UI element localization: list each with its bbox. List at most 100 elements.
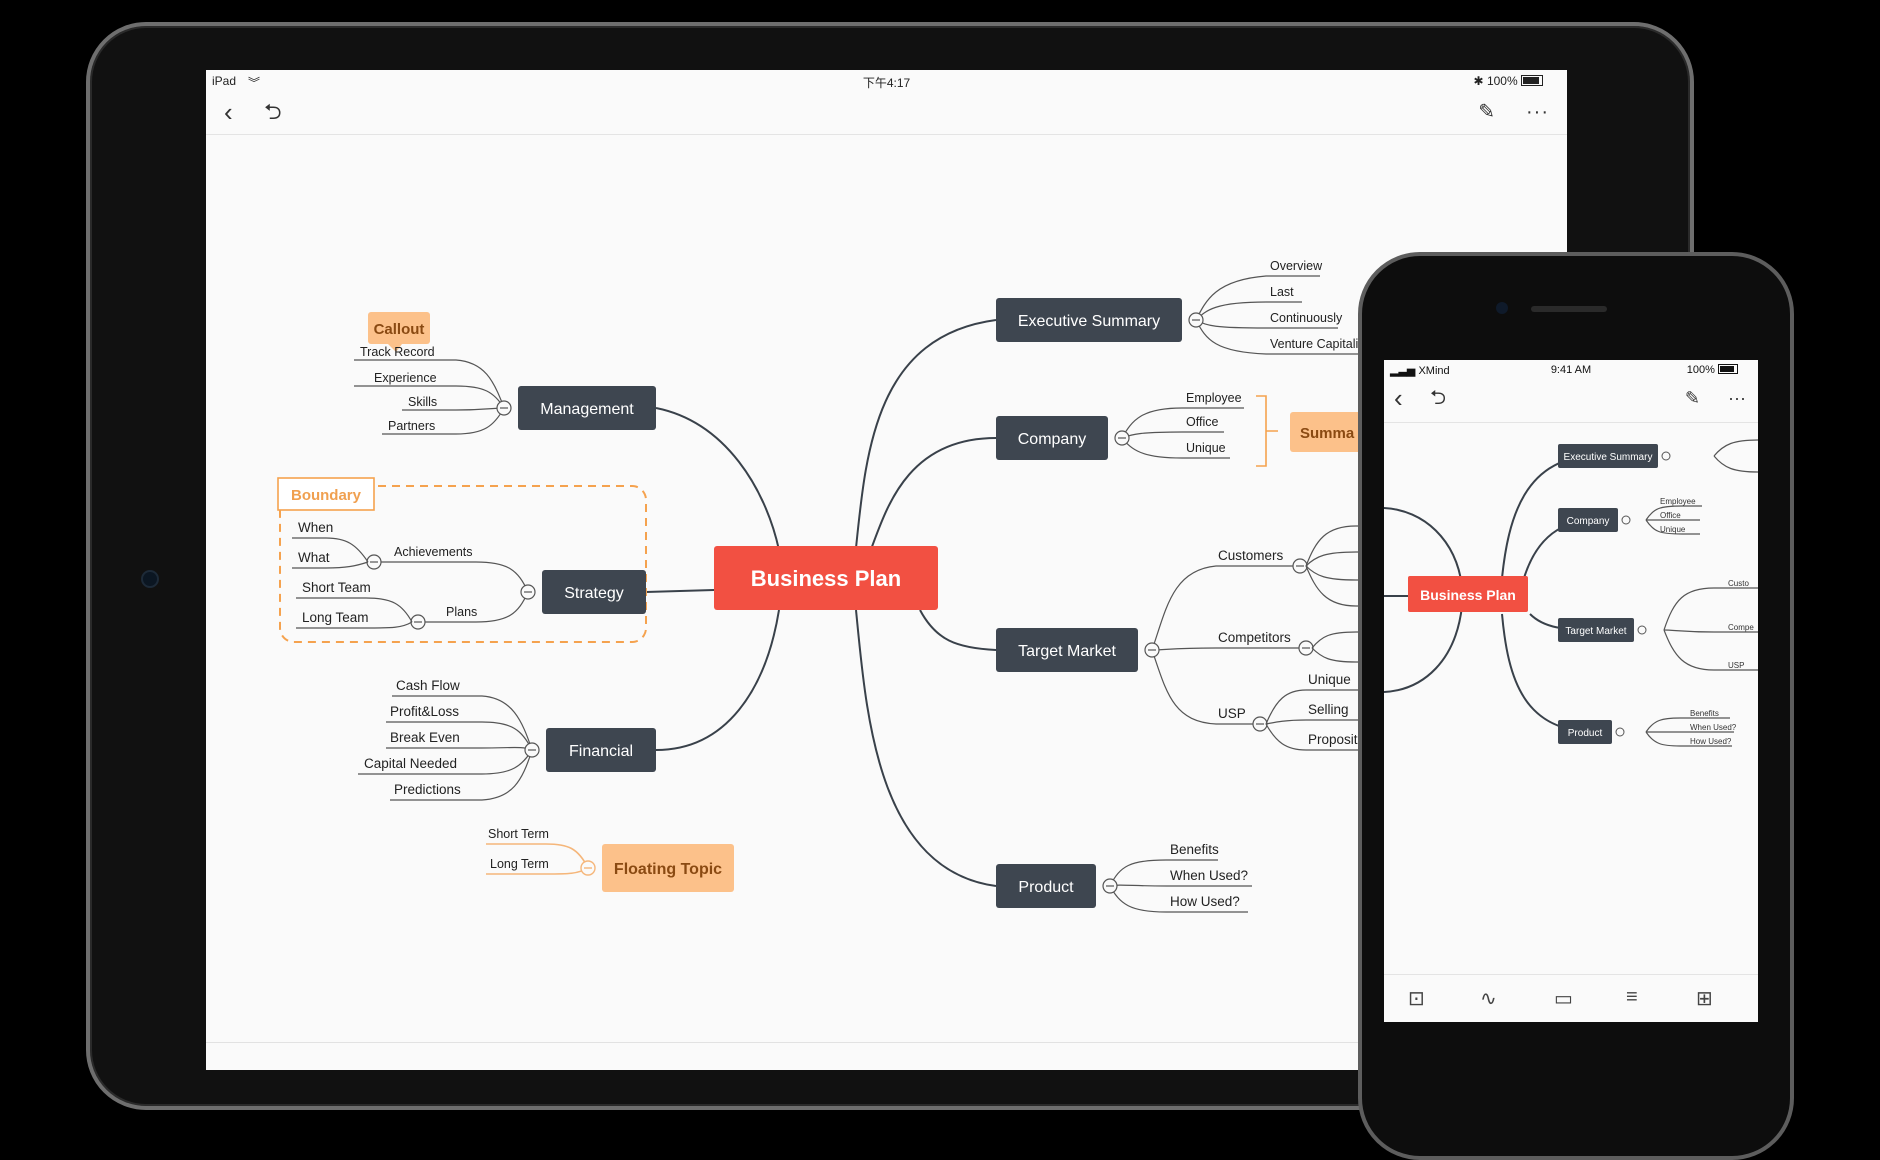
topic-label: Target Market [1018,643,1116,660]
topic-label: Executive Summary [1564,452,1653,463]
topic-company[interactable]: Company [996,416,1108,460]
summary-label: Summa [1300,425,1355,442]
bottom-toolbar-divider [206,1042,1567,1043]
topic-financial[interactable]: Financial [546,728,656,772]
subtopic-employee[interactable]: Employee [1660,497,1696,506]
iphone-screen: ▂▃▅ XMind 9:41 AM 100% ‹ ⮌ ✎ ··· [1384,360,1758,1022]
subtopic-short-term[interactable]: Short Term [488,827,549,841]
summary-icon[interactable]: ≡ [1620,985,1644,1010]
subtopic-overview[interactable]: Overview [1270,259,1323,273]
topic-label: Strategy [564,585,624,602]
iphone-status-bar: ▂▃▅ XMind 9:41 AM 100% [1384,360,1758,380]
iphone-topic-executive-summary[interactable]: Executive Summary [1558,444,1658,468]
ellipsis-icon[interactable]: ··· [1526,98,1549,126]
topic-label: Target Market [1565,626,1626,637]
subtopic-achievements[interactable]: Achievements [394,545,473,559]
subtopic-competitors[interactable]: Competitors [1218,630,1291,645]
bluetooth-icon: ✱ [1473,74,1484,88]
central-topic-label: Business Plan [1420,587,1516,603]
relationship-icon[interactable]: ∿ [1474,985,1503,1012]
subtopic-plans[interactable]: Plans [446,605,477,619]
subtopic-short-team[interactable]: Short Team [302,580,371,595]
status-time: 下午4:17 [862,76,911,90]
subtopic-office[interactable]: Office [1186,415,1218,429]
subtopic-last[interactable]: Last [1270,285,1294,299]
subtopic-venture-capitalis[interactable]: Venture Capitalis [1270,337,1365,351]
wifi-icon: ︾ [248,76,261,90]
iphone-central-topic[interactable]: Business Plan [1408,576,1528,612]
boundary-label: Boundary [291,487,362,504]
topic-executive-summary[interactable]: Executive Summary [996,298,1182,342]
iphone-camera [1496,302,1508,314]
add-subtopic-icon[interactable]: ⊡ [1402,985,1431,1012]
subtopic-customers[interactable]: Custo [1728,579,1749,588]
battery-icon [1718,364,1738,374]
subtopic-usp-proposition[interactable]: Proposit [1308,732,1358,747]
chevron-left-icon[interactable]: ‹ [1394,383,1403,413]
subtopic-track-record[interactable]: Track Record [360,345,435,359]
brush-icon[interactable]: ✎ [1478,98,1495,126]
subtopic-benefits[interactable]: Benefits [1170,842,1219,857]
topic-strategy[interactable]: Strategy [542,570,646,614]
floating-topic[interactable]: Floating Topic [602,844,734,892]
subtopic-continuously[interactable]: Continuously [1270,311,1343,325]
subtopic-skills[interactable]: Skills [408,395,437,409]
subtopic-usp[interactable]: USP [1728,661,1744,670]
boundary-icon[interactable]: ▭ [1548,985,1579,1012]
subtopic-partners[interactable]: Partners [388,419,435,433]
subtopic-unique[interactable]: Unique [1186,441,1226,455]
battery-icon [1521,75,1543,86]
undo-icon[interactable]: ⮌ [1430,384,1446,412]
subtopic-unique[interactable]: Unique [1660,525,1686,534]
signal-icon: ▂▃▅ [1390,365,1416,377]
mind-map-canvas: Business Plan Executive Summary Company … [277,259,1567,913]
topic-label: Financial [569,743,633,760]
subtopic-when-used[interactable]: When Used? [1170,868,1248,883]
status-time: 9:41 AM [1550,364,1592,376]
subtopic-office[interactable]: Office [1660,511,1681,520]
iphone-speaker [1531,306,1607,312]
subtopic-long-team[interactable]: Long Team [302,610,369,625]
iphone-mind-map-canvas: Business Plan Executive Summary Company … [1384,439,1758,747]
topic-management[interactable]: Management [518,386,656,430]
subtopic-competitors[interactable]: Compe [1728,623,1754,632]
iphone-toolbar: ‹ ⮌ ✎ ··· [1384,380,1758,423]
subtopic-long-term[interactable]: Long Term [490,857,549,871]
subtopic-when-used[interactable]: When Used? [1690,723,1737,732]
iphone-topic-target-market[interactable]: Target Market [1558,618,1634,642]
undo-icon[interactable]: ⮌ [264,99,282,124]
central-topic-label: Business Plan [751,566,901,591]
subtopic-predictions[interactable]: Predictions [394,782,461,797]
subtopic-when[interactable]: When [298,520,333,535]
subtopic-break-even[interactable]: Break Even [390,730,460,745]
subtopic-usp-unique[interactable]: Unique [1308,672,1351,687]
add-topic-icon[interactable]: ⊞ [1690,985,1719,1012]
topic-product[interactable]: Product [996,864,1096,908]
subtopic-benefits[interactable]: Benefits [1690,709,1719,718]
subtopic-how-used[interactable]: How Used? [1690,737,1732,746]
ipad-toolbar: ‹ ⮌ ✎ ··· [206,92,1567,135]
topic-target-market[interactable]: Target Market [996,628,1138,672]
subtopic-employee[interactable]: Employee [1186,391,1242,405]
subtopic-customers[interactable]: Customers [1218,548,1284,563]
callout-topic[interactable]: Callout [368,312,430,352]
ellipsis-icon[interactable]: ··· [1728,384,1746,412]
subtopic-experience[interactable]: Experience [374,371,437,385]
subtopic-cash-flow[interactable]: Cash Flow [396,678,460,693]
topic-label: Company [1567,516,1610,527]
chevron-left-icon[interactable]: ‹ [224,97,233,127]
topic-label: Management [540,401,634,418]
subtopic-how-used[interactable]: How Used? [1170,894,1240,909]
subtopic-usp[interactable]: USP [1218,706,1246,721]
boundary-label-box[interactable]: Boundary [277,477,375,511]
central-topic[interactable]: Business Plan [714,546,938,610]
subtopic-capital-needed[interactable]: Capital Needed [364,756,457,771]
ipad-screen: iPad ︾ 下午4:17 ✱ 100% ‹ ⮌ ✎ ··· [206,70,1567,1070]
brush-icon[interactable]: ✎ [1685,384,1700,412]
subtopic-profit-loss[interactable]: Profit&Loss [390,704,459,719]
subtopic-what[interactable]: What [298,550,330,565]
iphone-topic-product[interactable]: Product [1558,720,1612,744]
iphone-topic-company[interactable]: Company [1558,508,1618,532]
subtopic-usp-selling[interactable]: Selling [1308,702,1349,717]
device-label: iPad [212,74,237,88]
